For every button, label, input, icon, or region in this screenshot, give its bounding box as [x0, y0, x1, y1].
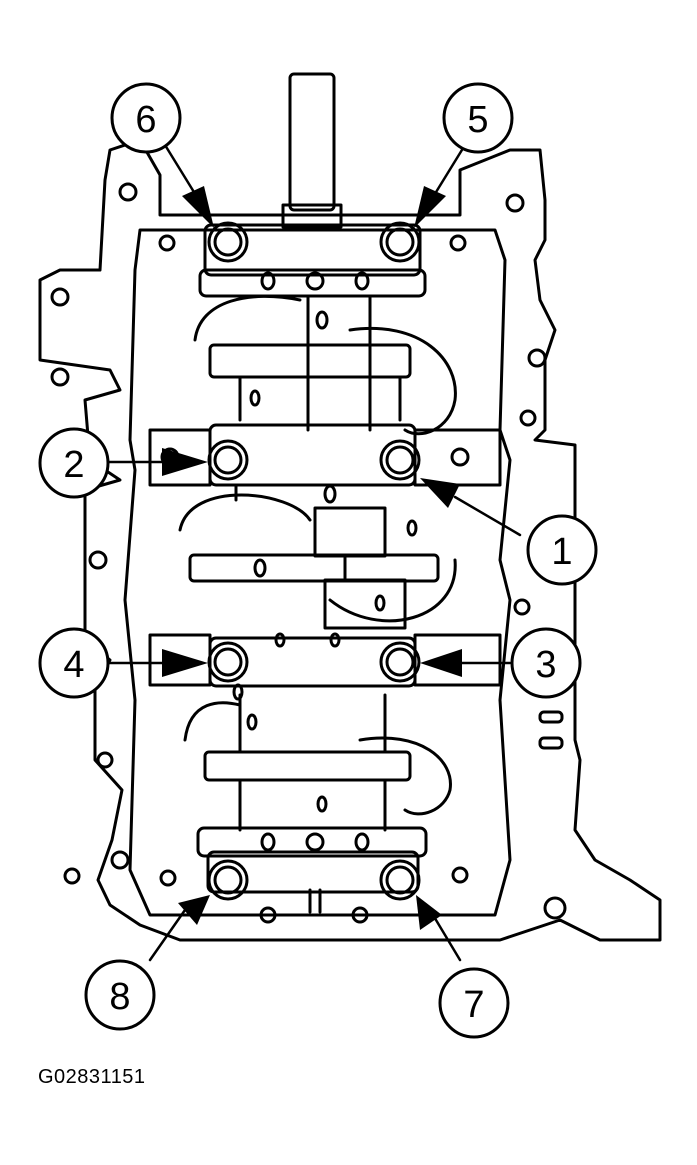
figure-id: G02831151 [38, 1066, 146, 1088]
callout-circle-5 [442, 82, 514, 154]
callout-label-5: 5 [467, 99, 488, 141]
bolt-8 [207, 859, 249, 901]
callout-circle-3 [510, 627, 582, 699]
callout-label-7: 7 [463, 984, 484, 1026]
bolts [207, 221, 421, 901]
bearing-cap-top [198, 223, 427, 432]
bolt-7 [379, 859, 421, 901]
inner-cavity [123, 228, 512, 917]
bolt-6 [207, 221, 249, 263]
arrow-2 [162, 448, 208, 476]
arrow-6 [182, 186, 214, 228]
callout-label-4: 4 [63, 644, 84, 686]
crank-throw-middle [178, 493, 457, 630]
arrow-1 [420, 478, 460, 508]
leader-lines [104, 143, 522, 962]
callout-circle-2 [38, 427, 110, 499]
bolt-1 [379, 439, 421, 481]
callout-label-1: 1 [551, 531, 572, 573]
callout-label-8: 8 [109, 976, 130, 1018]
bolt-3 [379, 641, 421, 683]
callout-circle-8 [84, 959, 156, 1031]
leader-1 [453, 495, 522, 537]
bolt-4 [207, 641, 249, 683]
crank-throw-lower [183, 693, 452, 832]
callout-circle-1 [526, 514, 598, 586]
arrow-5 [414, 186, 446, 228]
arrow-3 [420, 649, 462, 677]
bolt-5 [379, 221, 421, 263]
callout-circles [38, 82, 598, 1039]
bolt-2 [207, 439, 249, 481]
arrow-7 [416, 895, 442, 930]
callout-circle-7 [438, 967, 510, 1039]
callout-circle-4 [38, 627, 110, 699]
callout-label-3: 3 [535, 644, 556, 686]
block-holes [50, 182, 567, 924]
leader-8 [148, 908, 187, 962]
crankshaft-snout [281, 72, 343, 229]
callout-circle-6 [110, 82, 182, 154]
arrow-4 [162, 649, 208, 677]
arrow-8 [178, 895, 210, 925]
callout-label-2: 2 [63, 444, 84, 486]
arrowheads [162, 186, 462, 930]
crank-throw-upper [193, 294, 457, 436]
callout-label-6: 6 [135, 99, 156, 141]
